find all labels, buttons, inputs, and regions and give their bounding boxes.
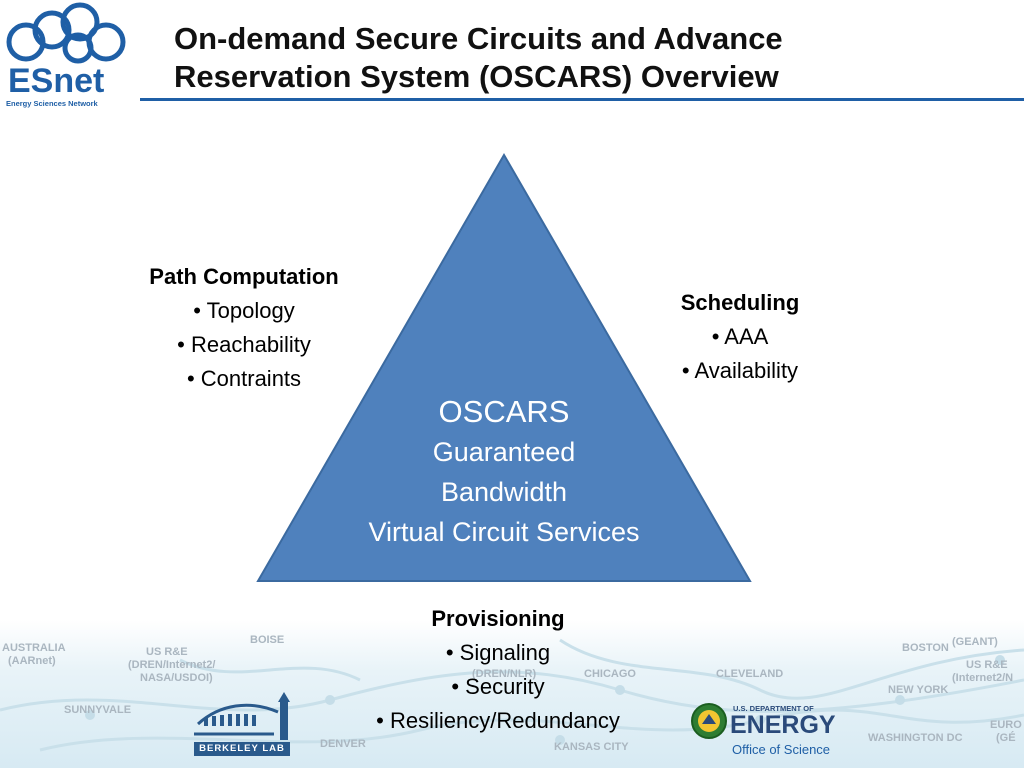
- map-label: DENVER: [320, 738, 366, 750]
- map-label: NASA/USDOI): [140, 672, 213, 684]
- map-label: CLEVELAND: [716, 668, 784, 680]
- map-label: (GÉ: [996, 732, 1016, 744]
- list-item: • Signaling: [445, 640, 551, 665]
- title-divider: [140, 98, 1024, 101]
- map-label: WASHINGTON DC: [868, 732, 963, 744]
- map-label: (GEANT): [952, 636, 998, 648]
- list-item: • Contraints: [186, 366, 302, 391]
- doe-department-label: U.S. DEPARTMENT OF: [733, 704, 814, 713]
- provisioning-heading: Provisioning: [431, 606, 565, 631]
- triangle-heading: OSCARS: [438, 394, 570, 429]
- triangle-line: Guaranteed: [432, 437, 576, 467]
- path-computation-heading: Path Computation: [149, 264, 339, 289]
- list-item: • Availability: [681, 358, 799, 383]
- scheduling-block: Scheduling • AAA • Availability: [630, 286, 850, 388]
- map-label: (DREN/Internet2/: [128, 659, 216, 671]
- list-item: • Reachability: [177, 332, 311, 357]
- esnet-logo-tagline: Energy Sciences Network: [6, 99, 98, 108]
- map-label: (AARnet): [8, 655, 56, 667]
- berkeley-lab-logo: [194, 692, 290, 740]
- map-label: SUNNYVALE: [64, 704, 132, 716]
- oscars-triangle: [256, 153, 752, 582]
- map-label: (Internet2/N: [952, 672, 1014, 684]
- list-item: • Security: [451, 674, 545, 699]
- list-item: • Topology: [193, 298, 295, 323]
- title-line-1: On-demand Secure Circuits and Advance: [174, 21, 783, 56]
- berkeley-lab-label: BERKELEY LAB: [194, 742, 290, 756]
- map-label: AUSTRALIA: [2, 642, 66, 654]
- esnet-logo: [6, 2, 126, 64]
- triangle-line: Bandwidth: [440, 477, 568, 507]
- page-title: On-demand Secure Circuits and Advance Re…: [174, 20, 994, 96]
- map-label: US R&E: [966, 659, 1008, 671]
- path-computation-block: Path Computation • Topology • Reachabili…: [104, 260, 384, 396]
- list-item: • AAA: [711, 324, 769, 349]
- triangle-text: OSCARS Guaranteed Bandwidth Virtual Circ…: [300, 392, 708, 552]
- map-label: (DREN/NLR): [472, 668, 537, 680]
- list-item: • Resiliency/Redundancy: [376, 708, 620, 733]
- triangle-line: Virtual Circuit Services: [368, 517, 640, 547]
- map-label: KANSAS CITY: [554, 741, 629, 753]
- doe-seal-icon: [691, 703, 727, 739]
- map-label: EURO: [990, 719, 1022, 731]
- provisioning-block: Provisioning • Signaling • Security • Re…: [316, 602, 680, 738]
- esnet-logo-text: ESnet: [8, 62, 105, 100]
- map-label: NEW YORK: [888, 684, 949, 696]
- title-line-2: Reservation System (OSCARS) Overview: [174, 59, 779, 94]
- doe-office-label: Office of Science: [732, 742, 831, 757]
- map-label: BOISE: [250, 634, 285, 646]
- map-label: CHICAGO: [584, 668, 636, 680]
- background-network-map: [0, 620, 1024, 768]
- map-label: US R&E: [146, 646, 188, 658]
- map-label: BOSTON: [902, 642, 949, 654]
- doe-energy-label: ENERGY: [730, 711, 836, 739]
- scheduling-heading: Scheduling: [680, 290, 800, 315]
